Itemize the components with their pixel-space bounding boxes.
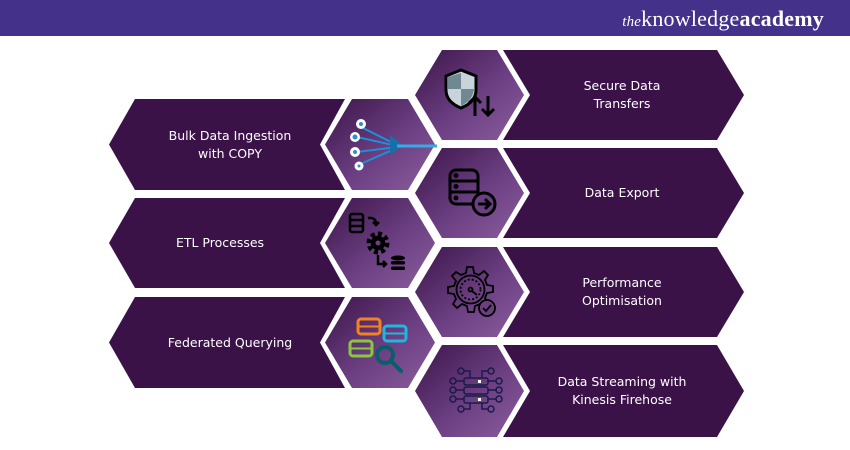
label-line: Optimisation <box>582 293 662 308</box>
data-ingestion-funnel-icon <box>350 119 437 171</box>
label-line: Bulk Data Ingestion <box>168 127 292 143</box>
label-line: Kinesis Firehose <box>572 392 672 407</box>
header-bar: theknowledgeacademy <box>0 0 850 36</box>
left-hex-1 <box>325 99 435 190</box>
logo-main: knowledge <box>641 6 740 31</box>
label-line: with COPY <box>198 145 262 161</box>
right-banner-4 <box>503 345 744 437</box>
label-line: Federated Querying <box>167 334 293 350</box>
right-banner-2 <box>503 148 744 238</box>
left-label-3: Federated Querying <box>135 297 325 388</box>
right-hex-4 <box>415 345 524 437</box>
etl-gear-database-icon <box>348 212 405 270</box>
label-line: Transfers <box>593 96 651 111</box>
left-hex-3 <box>325 297 435 388</box>
label-line: Data Streaming with <box>557 374 687 389</box>
left-item-1 <box>109 99 435 190</box>
logo-prefix: the <box>622 14 642 30</box>
right-banner-1 <box>503 50 744 140</box>
shield-transfer-icon <box>444 68 496 118</box>
database-export-icon <box>448 168 497 217</box>
left-label-2: ETL Processes <box>125 198 315 288</box>
right-banner-3 <box>503 247 744 337</box>
streaming-circuit-server-icon <box>449 367 503 413</box>
right-item-4 <box>415 345 744 437</box>
left-item-3 <box>109 297 435 388</box>
brand-logo: theknowledgeacademy <box>622 6 824 32</box>
label-line: Data Export <box>584 185 660 200</box>
label-line: ETL Processes <box>175 235 265 250</box>
logo-suffix: academy <box>739 6 824 31</box>
right-label-2: Data Export <box>522 148 722 238</box>
left-banner-2 <box>109 198 345 288</box>
federated-servers-search-icon <box>348 317 408 373</box>
left-label-1: Bulk Data Ingestion with COPY <box>135 99 325 190</box>
left-banner-1 <box>109 99 345 190</box>
label-line: Performance <box>582 275 662 290</box>
left-banner-3 <box>109 297 345 388</box>
label-line: Secure Data <box>583 78 661 93</box>
gear-speedometer-check-icon <box>447 266 496 317</box>
